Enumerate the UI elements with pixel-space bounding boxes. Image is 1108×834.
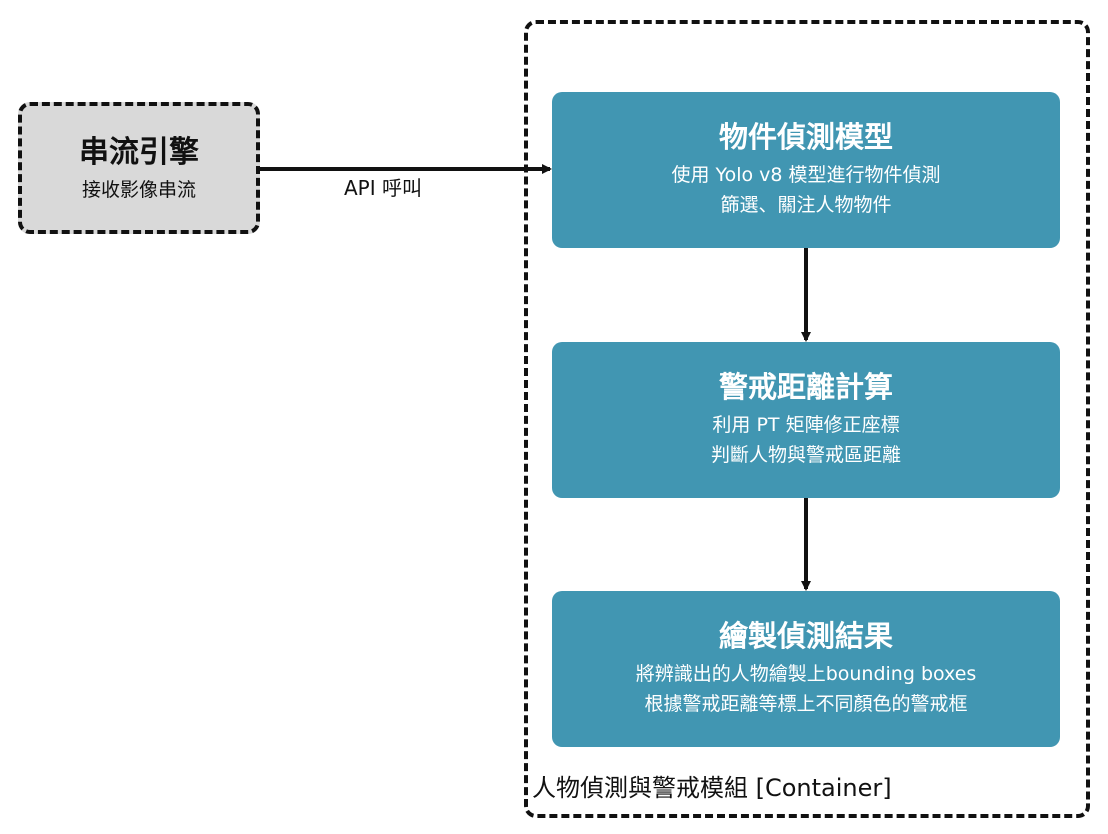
distance-calculation-line-2: 判斷人物與警戒區距離 [710, 444, 901, 467]
draw-results-title: 繪製偵測結果 [718, 619, 893, 654]
distance-calculation-title: 警戒距離計算 [718, 370, 893, 405]
api-call-label: API 呼叫 [344, 176, 422, 200]
distance-calculation-line-1: 利用 PT 矩陣修正座標 [712, 413, 900, 436]
stream-engine-title: 串流引擎 [79, 134, 199, 170]
draw-results-line-2: 根據警戒距離等標上不同顏色的警戒框 [644, 693, 968, 716]
distance-calculation-component[interactable]: 警戒距離計算 利用 PT 矩陣修正座標 判斷人物與警戒區距離 [552, 342, 1060, 498]
draw-results-line-1: 將辨識出的人物繪製上bounding boxes [635, 662, 977, 685]
object-detection-component[interactable]: 物件偵測模型 使用 Yolo v8 模型進行物件偵測 篩選、關注人物物件 [552, 92, 1060, 248]
object-detection-line-1: 使用 Yolo v8 模型進行物件偵測 [671, 163, 941, 186]
stream-engine-box[interactable]: 串流引擎 接收影像串流 [18, 102, 260, 234]
stream-engine-subtitle: 接收影像串流 [81, 178, 196, 201]
draw-results-component[interactable]: 繪製偵測結果 將辨識出的人物繪製上bounding boxes 根據警戒距離等標… [552, 591, 1060, 747]
object-detection-title: 物件偵測模型 [718, 120, 893, 155]
container-boundary [524, 20, 1090, 818]
object-detection-line-2: 篩選、關注人物物件 [720, 194, 892, 217]
container-label: 人物偵測與警戒模組 [Container] [532, 774, 892, 802]
